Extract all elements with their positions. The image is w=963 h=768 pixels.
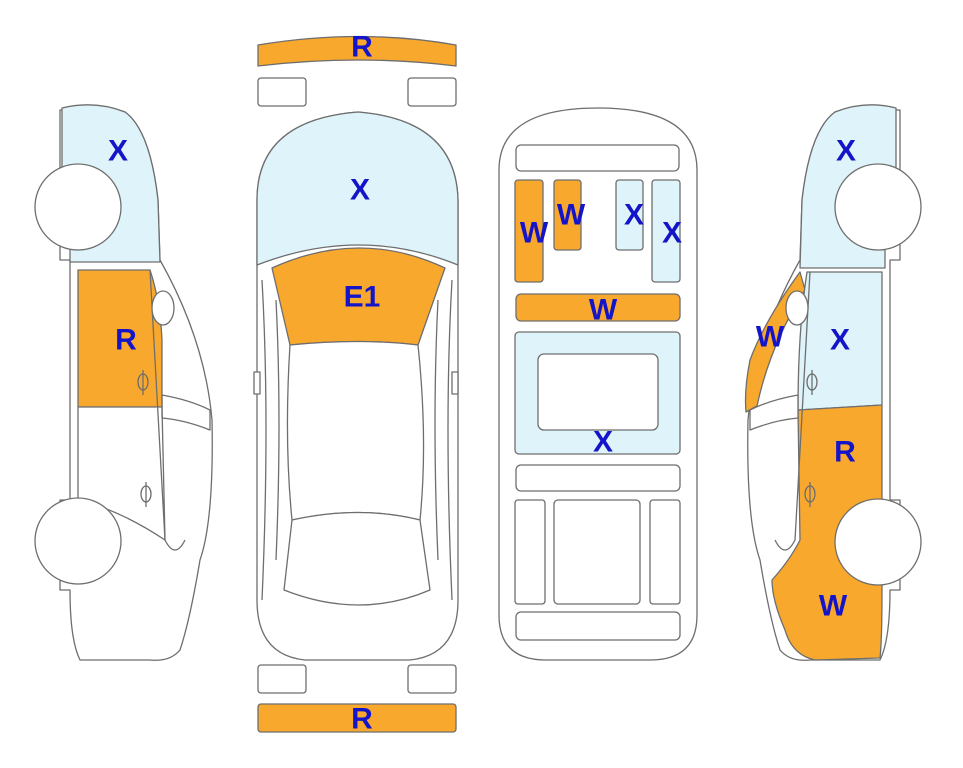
right-mirror-top (451, 371, 459, 395)
floor-crossmember (515, 293, 681, 322)
left-mirror (151, 290, 175, 326)
underbody-view (498, 107, 698, 661)
floor-front-bar (515, 144, 680, 172)
label-left-front-door: R (115, 324, 137, 357)
label-floor-front-left-a: W (520, 217, 549, 250)
label-right-rear-door: R (834, 436, 856, 469)
left-handle-rear-ring (140, 485, 152, 503)
left-front-wheel (34, 163, 122, 251)
label-floor-center: X (593, 426, 613, 459)
right-window-line (434, 299, 439, 561)
label-right-front-fender: X (836, 135, 856, 168)
floor-rear-end (515, 611, 681, 641)
floor-rear-right (649, 499, 681, 605)
rear-window (283, 511, 431, 606)
front-light-left (257, 77, 307, 107)
left-side-view (34, 104, 213, 661)
label-floor-front-left-b: W (557, 199, 586, 232)
floor-rear-bar (515, 464, 681, 492)
floor-rear-left (514, 499, 546, 605)
left-pillar-line (261, 279, 267, 601)
label-left-front-fender: X (108, 135, 128, 168)
label-rear-bumper: R (351, 703, 373, 736)
top-view (253, 35, 459, 733)
label-right-front-door: X (830, 324, 850, 357)
front-light-right (407, 77, 457, 107)
right-side-view (744, 104, 922, 661)
floor-front-left-a (514, 179, 544, 283)
left-b-line (149, 269, 186, 551)
rear-light-right (407, 664, 457, 694)
left-handle-front-ring (137, 373, 149, 391)
label-right-rear-quarter: W (819, 590, 848, 623)
label-floor-front-right-b: X (662, 217, 682, 250)
right-front-wheel (834, 163, 922, 251)
floor-tunnel (537, 353, 659, 431)
floor-rear-center (553, 499, 641, 605)
right-b-line (774, 271, 811, 551)
label-right-a-pillar: W (756, 321, 785, 354)
label-hood: X (350, 174, 370, 207)
right-mirror (785, 290, 809, 326)
right-rear-wheel (834, 498, 922, 586)
hood (256, 111, 459, 266)
left-door-glass (161, 394, 211, 431)
right-handle-rear-ring (804, 485, 816, 503)
left-rear-wheel (34, 497, 122, 585)
floor-front-right-a (615, 179, 644, 251)
right-door-glass (749, 394, 799, 431)
label-front-bumper: R (351, 31, 373, 64)
floor-front-right-b (651, 179, 681, 283)
floor-front-left-b (553, 179, 582, 251)
label-floor-crossmember: W (589, 294, 618, 327)
front-bumper (257, 35, 457, 67)
right-handle-front-ring (806, 373, 818, 391)
label-floor-front-right-a: X (624, 199, 644, 232)
left-mirror-top (253, 371, 261, 395)
roof (286, 340, 425, 521)
rear-bumper (257, 703, 457, 733)
label-windshield: E1 (344, 281, 381, 314)
left-window-line (275, 299, 280, 561)
right-pillar-line (447, 279, 453, 601)
rear-light-left (257, 664, 307, 694)
